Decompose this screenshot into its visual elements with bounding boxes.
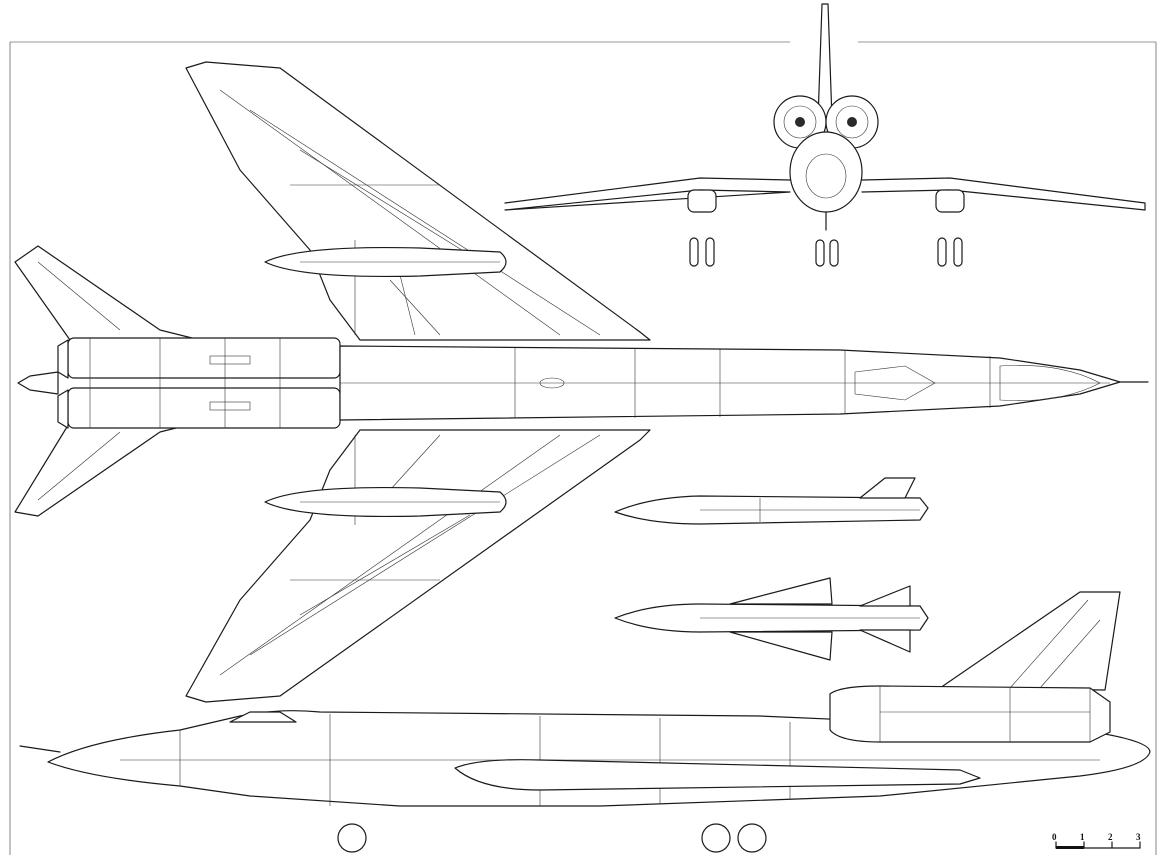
scale-bar: 0 1 2 3 bbox=[1052, 832, 1141, 849]
side-view-vertical-fin bbox=[939, 591, 1121, 691]
side-view-canopy bbox=[229, 711, 297, 723]
plan-view-upper-wing bbox=[185, 61, 651, 341]
side-view-pitot bbox=[19, 745, 61, 753]
front-view-fuselage bbox=[789, 131, 863, 213]
missile-side-view bbox=[614, 477, 929, 525]
front-view bbox=[504, 3, 1146, 267]
plan-view-lower-engine-nacelle bbox=[67, 387, 341, 429]
plan-view-upper-stabilizer bbox=[14, 245, 201, 341]
side-view-missile bbox=[454, 759, 981, 791]
plan-view-upper-engine-nacelle bbox=[67, 337, 341, 379]
scale-tick-label-0: 0 bbox=[1052, 832, 1057, 842]
front-view-wing bbox=[504, 177, 1146, 211]
front-view-fin bbox=[817, 3, 833, 121]
plan-view-upper-wing-panel-lines bbox=[219, 89, 601, 336]
scale-tick-label-2: 2 bbox=[1108, 832, 1113, 842]
scale-tick-label-1: 1 bbox=[1080, 832, 1085, 842]
side-view-landing-gear bbox=[337, 823, 767, 853]
plan-view bbox=[14, 61, 1149, 703]
frame-border bbox=[9, 41, 1157, 855]
plan-view-tail-cone bbox=[17, 371, 59, 395]
plan-view-upper-nozzle bbox=[57, 339, 69, 379]
scale-tick-label-3: 3 bbox=[1136, 832, 1141, 842]
missile-plan-view bbox=[614, 577, 929, 661]
side-view-engine-nacelle bbox=[829, 685, 1111, 743]
side-view bbox=[19, 591, 1151, 853]
missile-plan-delta-wing-bottom bbox=[729, 631, 833, 661]
plan-view-lower-wing-panel-lines bbox=[219, 434, 601, 676]
missile-plan-delta-wing-top bbox=[729, 577, 833, 605]
missile-side-fin bbox=[859, 477, 916, 499]
plan-view-lower-nozzle bbox=[57, 389, 69, 429]
front-view-left-wing-pod bbox=[687, 189, 717, 213]
front-view-right-wing-pod bbox=[935, 189, 965, 213]
front-view-landing-gear bbox=[689, 237, 963, 267]
plan-view-lower-stabilizer bbox=[14, 421, 201, 517]
plan-view-lower-wing bbox=[185, 429, 651, 703]
